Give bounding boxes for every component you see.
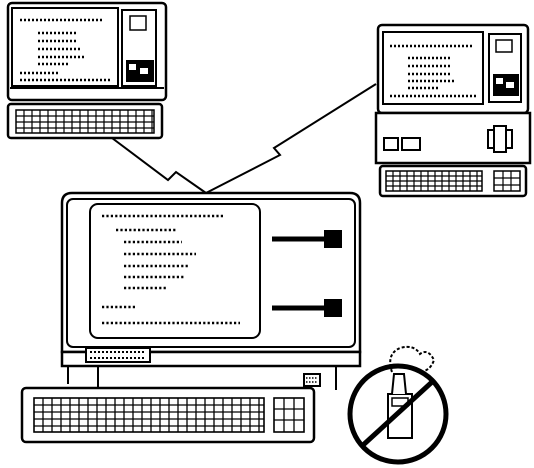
right-system-unit: [374, 111, 532, 165]
left-screen-text-lines: [20, 18, 110, 82]
no-smoking-sign: [347, 345, 449, 465]
disk-drive-slots: [272, 230, 342, 317]
prohibition-circle: [347, 363, 449, 465]
pipe-icon: [387, 345, 436, 439]
link-left-to-host: [111, 137, 207, 194]
host-base-panel: [60, 347, 362, 390]
left-monitor: [6, 1, 168, 102]
host-keyboard: [20, 386, 316, 444]
right-keyboard: [378, 164, 528, 198]
communication-links: [111, 83, 377, 194]
host-computer-workstation: [20, 191, 362, 444]
remote-terminal-right: [374, 23, 532, 198]
link-right-to-host: [205, 83, 377, 194]
remote-terminal-left: [6, 1, 168, 140]
host-screen-text-lines: [102, 214, 240, 325]
prohibition-slash: [360, 380, 434, 448]
right-monitor: [376, 23, 530, 115]
left-keyboard: [6, 102, 164, 140]
right-screen-text-lines: [390, 44, 478, 98]
